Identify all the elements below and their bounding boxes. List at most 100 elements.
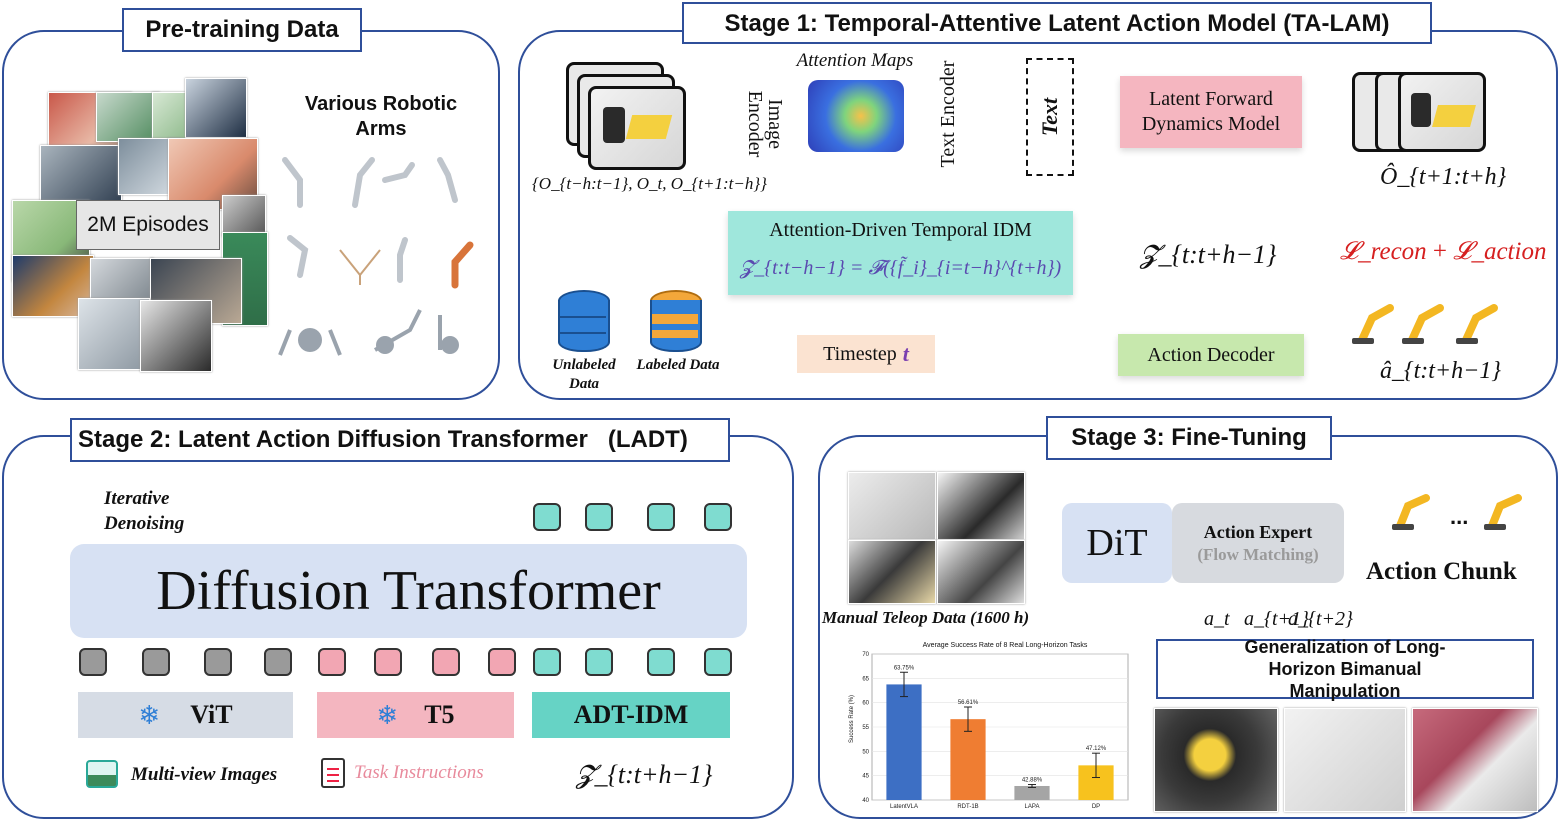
unlabeled-data-icon <box>558 290 610 352</box>
timestep-variable: t <box>902 341 909 366</box>
image-icon <box>86 760 118 788</box>
episodes-label-box: 2M Episodes <box>76 200 220 250</box>
t5-box: ❄ T5 <box>317 692 514 738</box>
generalization-box: Generalization of Long-Horizon Bimanual … <box>1156 637 1534 701</box>
text-token <box>318 648 346 676</box>
vision-token <box>79 648 107 676</box>
text-token <box>374 648 402 676</box>
timestep-box: Timestep t <box>797 335 935 373</box>
stage3-title: Stage 3: Fine-Tuning <box>1046 416 1332 460</box>
teleop-photo <box>937 540 1025 604</box>
forward-dynamics-box: Latent Forward Dynamics Model <box>1120 76 1302 148</box>
output-token <box>647 503 675 531</box>
generalization-label: Generalization of Long-Horizon Bimanual … <box>1244 637 1446 701</box>
vision-token <box>204 648 232 676</box>
action-a-t1: a_{t+1} <box>1244 608 1310 630</box>
clipboard-icon <box>321 758 345 788</box>
episode-photo <box>96 92 160 142</box>
chart-bar <box>886 684 922 800</box>
output-token <box>704 503 732 531</box>
stage2-latent-z-label: 𝓩_{t:t+h−1} <box>576 760 713 789</box>
iterative-denoising-label: Iterative Denoising <box>104 488 185 534</box>
temporal-idm-title: Attention-Driven Temporal IDM <box>769 219 1032 241</box>
stage1-title: Stage 1: Temporal-Attentive Latent Actio… <box>682 2 1432 44</box>
vit-label: ViT <box>190 700 233 729</box>
action-decoder-label: Action Decoder <box>1147 343 1275 366</box>
chart-data-label: 42.88% <box>1022 778 1043 784</box>
chart-ytick-label: 55 <box>862 725 869 731</box>
diffusion-transformer-box: Diffusion Transformer <box>70 544 747 638</box>
episode-photo <box>78 298 150 370</box>
forward-dynamics-label: Latent Forward Dynamics Model <box>1141 88 1281 135</box>
action-chunk-dots: ... <box>1450 504 1469 529</box>
t5-label: T5 <box>424 700 455 729</box>
output-token <box>533 503 561 531</box>
chart-ytick-label: 65 <box>862 676 869 682</box>
predicted-action-label: â_{t:t+h−1} <box>1380 358 1501 384</box>
latent-token <box>704 648 732 676</box>
latent-z-label: 𝓩_{t:t+h−1} <box>1140 240 1277 269</box>
task-instructions-label: Task Instructions <box>354 762 484 783</box>
temporal-idm-formula: 𝓩_{t:t−h−1} = 𝓕({f̃_i}_{i=t−h}^{t+h}) <box>739 257 1062 279</box>
chart-data-label: 63.75% <box>894 665 915 671</box>
chart-xtick-label: LAPA <box>1025 804 1040 810</box>
observation-frame <box>588 86 686 170</box>
text-input-label: Text <box>1036 97 1062 137</box>
chart-plot: 4045505560657063.75%LatentVLA56.61%RDT-1… <box>862 652 1129 810</box>
chart-data-label: 56.61% <box>958 700 979 706</box>
chart-xtick-label: RDT-1B <box>957 804 978 810</box>
teleop-photo <box>848 540 936 604</box>
episode-photo <box>40 145 122 207</box>
success-rate-chart: Average Success Rate of 8 Real Long-Hori… <box>838 642 1136 810</box>
predicted-frame <box>1398 72 1486 152</box>
adt-idm-box: ADT-IDM <box>532 692 730 738</box>
predicted-obs-label: Ô_{t+1:t+h} <box>1380 164 1507 190</box>
image-encoder-label: Image Encoder <box>744 90 786 158</box>
chart-ytick-label: 45 <box>862 774 869 780</box>
action-expert-label: Action Expert <box>1203 521 1313 542</box>
action-decoder-box: Action Decoder <box>1118 334 1304 376</box>
episode-photo <box>222 195 266 237</box>
chart-ytick-label: 60 <box>862 701 869 707</box>
pretraining-title: Pre-training Data <box>122 8 362 52</box>
vision-token <box>264 648 292 676</box>
episode-photo <box>140 300 212 372</box>
episodes-label: 2M Episodes <box>87 213 209 236</box>
diffusion-transformer-label: Diffusion Transformer <box>156 560 661 622</box>
teleop-photo <box>848 472 936 540</box>
labeled-data-icon <box>650 290 702 352</box>
teleop-photo <box>937 472 1025 540</box>
timestep-label: Timestep <box>823 342 897 365</box>
labeled-data-label: Labeled Data <box>636 357 720 373</box>
snowflake-icon: ❄ <box>376 699 399 730</box>
latent-token <box>647 648 675 676</box>
chart-data-label: 47.12% <box>1086 746 1107 752</box>
temporal-idm-box: Attention-Driven Temporal IDM 𝓩_{t:t−h−1… <box>728 211 1073 295</box>
latent-token <box>533 648 561 676</box>
dit-box: DiT <box>1062 503 1172 583</box>
generalization-photo <box>1154 708 1278 812</box>
chart-bar <box>950 719 986 800</box>
action-chunk-label: Action Chunk <box>1366 558 1517 585</box>
chart-xtick-label: DP <box>1092 804 1100 810</box>
text-token <box>488 648 516 676</box>
robotic-arms-title: Various Robotic Arms <box>304 93 458 140</box>
output-token <box>585 503 613 531</box>
unlabeled-data-label: Unlabeled Data <box>552 357 616 392</box>
vision-token <box>142 648 170 676</box>
generalization-photo <box>1284 708 1406 812</box>
loss-action: 𝓛_action <box>1453 238 1547 265</box>
flow-matching-label: (Flow Matching) <box>1197 544 1319 564</box>
observation-set-label: {O_{t−h:t−1}, O_t, O_{t+1:t−h}} <box>532 174 767 193</box>
text-input-box: Text <box>1026 58 1074 176</box>
adt-idm-label: ADT-IDM <box>573 700 689 729</box>
stage2-title: Stage 2: Latent Action Diffusion Transfo… <box>70 418 730 462</box>
chart-bar <box>1014 785 1050 800</box>
attention-maps-label: Attention Maps <box>796 50 914 71</box>
teleop-label: Manual Teleop Data (1600 h) <box>822 608 1030 627</box>
dit-label: DiT <box>1086 522 1148 564</box>
text-token <box>432 648 460 676</box>
attention-map-image <box>808 80 904 152</box>
chart-ytick-label: 50 <box>862 749 869 755</box>
action-expert-box: Action Expert (Flow Matching) <box>1172 503 1344 583</box>
